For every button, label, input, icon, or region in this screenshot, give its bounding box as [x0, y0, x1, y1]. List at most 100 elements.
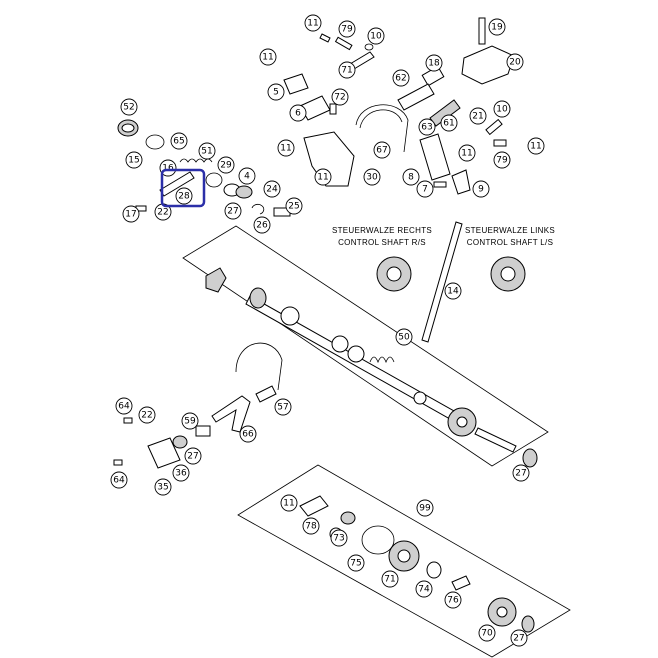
callout-number: 78: [305, 522, 317, 532]
callout-c22b: 22: [138, 406, 156, 424]
callout-c64b: 64: [110, 471, 128, 489]
callout-circle: [280, 494, 298, 512]
lever-9-part: [451, 169, 471, 195]
clip-part: [251, 203, 265, 215]
callout-number: 22: [157, 208, 168, 218]
callout-number: 14: [447, 287, 459, 297]
bolt-79-part: [493, 139, 507, 147]
callout-c18: 18: [425, 54, 443, 72]
lower-assembly-frame: [237, 464, 571, 658]
lower-disc-hub: [397, 549, 411, 563]
bolt-64-part: [113, 459, 123, 466]
callout-circle: [510, 629, 528, 647]
callout-number: 9: [478, 185, 484, 195]
lever-part: [283, 73, 309, 95]
shaft-spring: [369, 356, 395, 364]
callout-circle: [347, 554, 365, 572]
lower-bearing: [340, 511, 356, 525]
callout-circle: [493, 151, 511, 169]
callout-number: 79: [341, 25, 353, 35]
callout-circle: [175, 187, 193, 205]
spring-bow-lower: [235, 342, 283, 391]
callout-c30: 30: [363, 168, 381, 186]
control-shaft-group: [205, 267, 538, 468]
callout-circle: [267, 83, 285, 101]
callout-circle: [381, 570, 399, 588]
callout-number: 11: [307, 19, 318, 29]
callout-c17: 17: [122, 205, 140, 223]
main-assembly-frame: [182, 225, 549, 467]
screw-22-part: [123, 417, 133, 424]
callout-number: 6: [295, 109, 301, 119]
callout-circle: [392, 69, 410, 87]
callout-c5: 5: [267, 83, 285, 101]
callout-circle: [367, 27, 385, 45]
callout-number: 5: [273, 88, 279, 98]
callout-number: 11: [283, 499, 294, 509]
callout-c71: 71: [338, 61, 356, 79]
left-parts-group: [117, 119, 291, 217]
callout-number: 30: [366, 173, 378, 183]
callout-c76: 76: [444, 591, 462, 609]
callout-circle: [363, 168, 381, 186]
callout-circle: [159, 159, 177, 177]
callout-circle: [418, 118, 436, 136]
highlight-box: [160, 168, 206, 208]
callout-number: 72: [334, 93, 345, 103]
shaft-gear-hub: [456, 416, 468, 428]
callout-c10b: 10: [493, 100, 511, 118]
callout-circle: [493, 100, 511, 118]
callout-c11f: 11: [527, 137, 545, 155]
callout-number: 27: [515, 469, 526, 479]
lower-gear-hub: [496, 606, 508, 618]
ring-inner: [121, 123, 135, 133]
callout-number: 17: [125, 210, 136, 220]
callout-circle: [512, 464, 530, 482]
lower-oring: [361, 525, 395, 555]
callout-circle: [444, 591, 462, 609]
callout-c73: 73: [330, 529, 348, 547]
callout-c36: 36: [172, 464, 190, 482]
callout-circle: [469, 107, 487, 125]
callout-c67: 67: [373, 141, 391, 159]
plate-63-part: [419, 133, 451, 181]
shaft-bearing-1: [280, 306, 300, 326]
bushing-59-part: [195, 425, 211, 437]
callout-c51: 51: [198, 142, 216, 160]
callout-c4: 4: [238, 167, 256, 185]
lower-shaft: [451, 575, 471, 591]
callout-circle: [472, 180, 490, 198]
callout-number: 11: [461, 149, 472, 159]
callout-circle: [478, 624, 496, 642]
callout-c20: 20: [506, 53, 524, 71]
callout-number: 22: [141, 411, 152, 421]
callout-c6: 6: [289, 104, 307, 122]
callout-number: 8: [408, 173, 414, 183]
callout-circle: [488, 18, 506, 36]
callout-number: 64: [118, 402, 130, 412]
caption-right-en: CONTROL SHAFT R/S: [338, 238, 426, 247]
callout-number: 25: [288, 202, 299, 212]
callout-c7: 7: [416, 180, 434, 198]
mid-left-parts-group: [113, 342, 283, 469]
callout-number: 70: [481, 629, 493, 639]
callout-c79b: 79: [493, 151, 511, 169]
gear-24-part: [235, 185, 253, 199]
lower-end-bearing: [521, 615, 535, 633]
callout-c27b: 27: [184, 447, 202, 465]
callout-circle: [263, 180, 281, 198]
spring-bow-inner: [359, 109, 403, 129]
callout-circle: [373, 141, 391, 159]
shaft-collar: [249, 287, 267, 309]
callout-number: 71: [384, 575, 395, 585]
top-parts-group: [283, 17, 515, 195]
callout-circle: [224, 202, 242, 220]
caption-right-de: STEUERWALZE RECHTS: [332, 226, 432, 235]
callout-number: 10: [496, 105, 508, 115]
callout-c11d: 11: [314, 168, 332, 186]
bracket-part: [303, 131, 355, 187]
pin-part: [329, 103, 337, 115]
caption-left-en: CONTROL SHAFT L/S: [467, 238, 553, 247]
callout-number: 62: [395, 74, 406, 84]
callout-circle: [302, 517, 320, 535]
